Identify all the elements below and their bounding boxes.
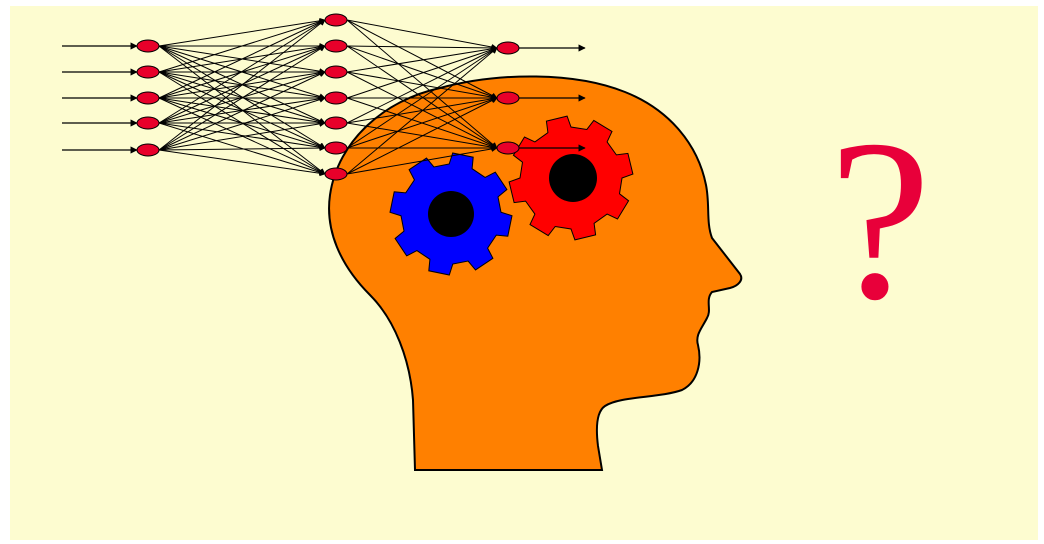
neuron-node xyxy=(325,142,347,154)
neuron-node xyxy=(137,66,159,78)
human-head-silhouette-icon xyxy=(329,76,741,470)
neuron-node xyxy=(325,168,347,180)
neuron-node xyxy=(325,117,347,129)
neuron-node xyxy=(497,92,519,104)
neuron-node xyxy=(325,92,347,104)
network-connection xyxy=(159,20,325,98)
neuron-node xyxy=(325,14,347,26)
neuron-node xyxy=(137,40,159,52)
neuron-node xyxy=(325,66,347,78)
neuron-node xyxy=(497,42,519,54)
question-mark-icon: ? xyxy=(829,92,931,347)
neuron-node xyxy=(137,117,159,129)
network-connection xyxy=(347,20,497,48)
neuron-node xyxy=(325,40,347,52)
network-connection xyxy=(159,20,325,46)
neuron-node xyxy=(497,142,519,154)
network-connection xyxy=(159,20,325,150)
network-connection xyxy=(347,46,497,48)
neuron-node xyxy=(137,144,159,156)
network-connection xyxy=(159,150,325,174)
network-connection xyxy=(347,48,497,72)
neuron-node xyxy=(137,92,159,104)
